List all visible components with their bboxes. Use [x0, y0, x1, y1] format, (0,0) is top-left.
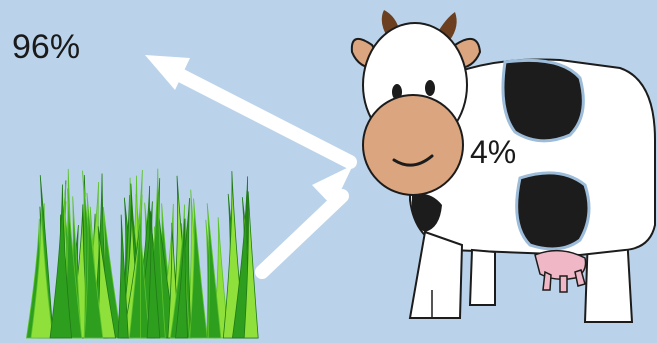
energy-lost-label: 96%	[12, 28, 80, 67]
grass-icon	[26, 169, 258, 338]
energy-to-cow-label: 4%	[470, 134, 516, 171]
